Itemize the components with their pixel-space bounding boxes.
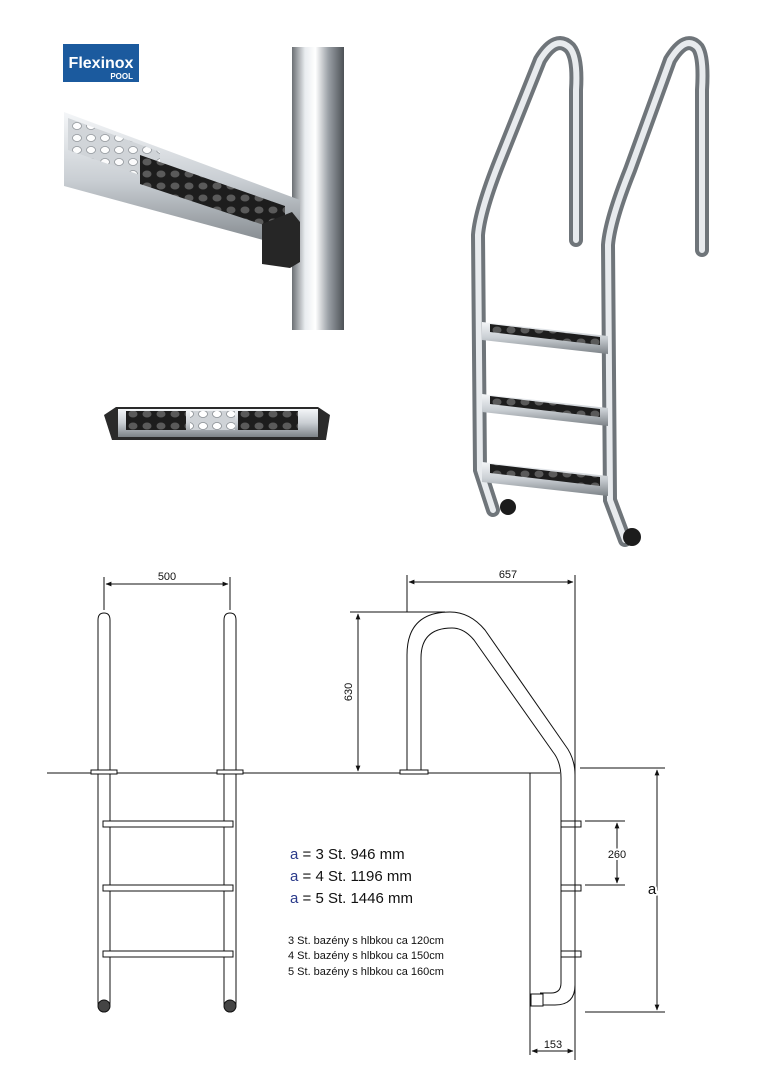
side-flange (399, 769, 429, 775)
side-step-1 (560, 820, 582, 828)
model-row-1: a = 3 St. 946 mm (290, 846, 405, 863)
dim-wall-offset-label: 153 (544, 1039, 562, 1051)
front-right-foot (223, 999, 237, 1013)
side-step-2 (560, 884, 582, 892)
ladder-right-foot (623, 528, 641, 546)
step-rubber-right (238, 411, 298, 430)
closeup-tread-steel-holes (68, 118, 160, 182)
single-step-photo (104, 407, 330, 440)
ladder-photo (470, 36, 710, 547)
logo-brand: Flexinox (69, 55, 134, 72)
brand-logo: Flexinox POOL (63, 44, 139, 82)
depth-note-2: 4 St. bazény s hlbkou ca 150cm (288, 950, 444, 962)
front-left-foot (97, 999, 111, 1013)
step-rubber-left (126, 411, 186, 430)
depth-note-3: 5 St. bazény s hlbkou ca 160cm (288, 966, 444, 978)
model-list: a = 3 St. 946 mm a = 4 St. 1196 mm a = 5… (290, 846, 413, 907)
side-step-3 (560, 950, 582, 958)
closeup-tube (292, 47, 344, 330)
side-view-drawing (350, 575, 665, 1060)
dim-depth-label: 657 (499, 569, 517, 581)
step-closeup-photo (64, 47, 344, 330)
front-step-3 (102, 950, 234, 958)
depth-note-1: 3 St. bazény s hlbkou ca 120cm (288, 935, 444, 947)
side-foot (530, 993, 544, 1007)
dim-a-label: a (648, 881, 657, 898)
step-steel-holes (190, 411, 235, 430)
dim-width-label: 500 (158, 571, 176, 583)
logo-sub: POOL (110, 72, 133, 81)
front-view-drawing (47, 577, 530, 1013)
ladder-left-foot (500, 499, 516, 515)
ladder-right-rail-shade (600, 36, 710, 547)
front-right-flange (216, 769, 244, 775)
front-left-flange (90, 769, 118, 775)
closeup-tread-rubber (140, 155, 285, 232)
ladder-step-1-tread (490, 324, 600, 345)
dim-handrail-height-label: 630 (343, 683, 355, 701)
model-row-2: a = 4 St. 1196 mm (290, 868, 412, 885)
front-step-1 (102, 820, 234, 828)
side-rail-inner (420, 627, 562, 994)
closeup-end-cap (262, 212, 300, 268)
logo-badge (63, 44, 139, 82)
front-step-2 (102, 884, 234, 892)
ladder-right-rail (604, 40, 706, 543)
dim-step-spacing-label: 260 (608, 849, 626, 861)
model-row-3: a = 5 St. 1446 mm (290, 890, 413, 907)
ladder-left-rail-shade (470, 36, 584, 517)
side-rail-outer (406, 611, 576, 1006)
ladder-photo-steps (482, 322, 641, 546)
ladder-step-2-tread (490, 396, 600, 417)
depth-notes: 3 St. bazény s hlbkou ca 120cm 4 St. baz… (288, 935, 444, 978)
ladder-left-rail (474, 40, 580, 513)
ladder-step-3-tread (490, 464, 600, 486)
